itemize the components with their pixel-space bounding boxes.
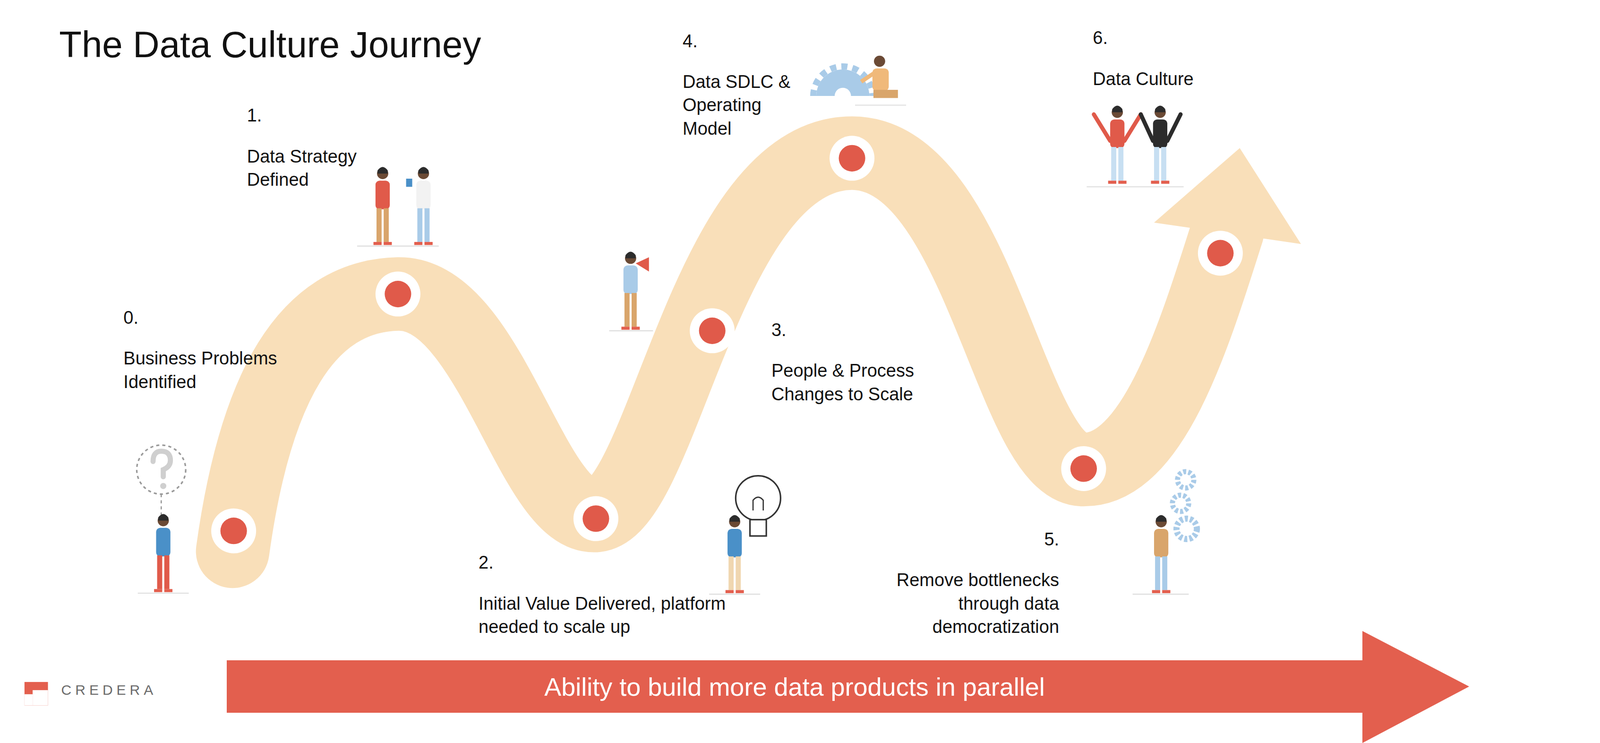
journey-band (232, 153, 1228, 551)
question-figure-part (136, 444, 186, 495)
gears-figure-part (1152, 514, 1171, 593)
question-figure-part (160, 493, 163, 515)
celebrating-figures-part (1124, 114, 1141, 141)
logo-wordmark: CREDERA (61, 682, 204, 697)
lightbulb-figure (709, 475, 781, 595)
gears-figure-part (1132, 593, 1190, 595)
milestone-dots-part (220, 517, 248, 544)
banner-arrow: Ability to build more data products in p… (226, 630, 1470, 743)
megaphone-figure (609, 251, 654, 331)
question-figure-part (154, 513, 173, 592)
gears-figure-part (1176, 518, 1197, 539)
milestone-dots-part (1070, 454, 1097, 482)
banner-shape-fill (226, 630, 1470, 743)
logo-mark (24, 681, 49, 706)
callout-number: 0. (123, 306, 180, 330)
gear-figure-part (861, 73, 874, 82)
journey-illustration (24, 55, 1301, 706)
journey-arrowhead (1154, 147, 1301, 244)
milestone-dots-part (1197, 230, 1243, 276)
logo-mark-part (24, 693, 33, 706)
callout-number: 2. (478, 550, 536, 574)
milestone-dots-part (384, 280, 411, 308)
milestone-label: Data Culture (1092, 67, 1244, 91)
gear-figure-part (834, 87, 852, 105)
gear-figure-part (855, 104, 907, 106)
strategy-figures (357, 166, 439, 246)
callout-number: 5. (1002, 527, 1060, 551)
logo-mark-part (24, 681, 49, 706)
callout-number: 3. (771, 318, 829, 342)
celebrating-figures-part (1094, 114, 1111, 141)
gears-figure-part (1177, 471, 1195, 488)
lightbulb-figure-part (725, 514, 745, 593)
strategy-figures-part (357, 245, 439, 247)
milestone-dots-part (582, 504, 609, 532)
strategy-figures-part (406, 178, 413, 187)
lightbulb-figure-part (752, 496, 764, 511)
milestone-dots (211, 135, 1243, 553)
gears-figure (1132, 471, 1198, 594)
celebrating-figures-part (1150, 105, 1170, 184)
callout-number: 1. (247, 103, 304, 128)
strategy-figures-part (414, 166, 433, 245)
milestone-label: Business Problems Identified (123, 346, 313, 394)
celebrating-figures-part (1086, 186, 1184, 188)
milestone-dots-part (689, 308, 735, 353)
callout-number: 4. (682, 29, 740, 53)
milestone-label: Initial Value Delivered, platform needed… (478, 591, 753, 639)
milestone-dots-part (375, 271, 421, 317)
milestone-dots-part (1206, 239, 1234, 267)
callout-number: 6. (1092, 26, 1150, 50)
celebrating-figures (1086, 105, 1184, 188)
gear-figure-part (873, 89, 899, 98)
celebrating-figures-part (1140, 114, 1154, 141)
question-figure (136, 444, 189, 593)
gear-figure (813, 55, 907, 106)
megaphone-figure-part (635, 256, 650, 272)
strategy-figures-part (373, 166, 393, 245)
page-title: The Data Culture Journey (59, 22, 481, 68)
milestone-dots-part (573, 496, 619, 541)
lightbulb-figure-part (750, 519, 767, 536)
gear-figure-part (872, 68, 890, 92)
milestone-label: Data Strategy Defined (247, 145, 389, 192)
celebrating-figures-part (1108, 105, 1127, 184)
megaphone-figure-part (609, 330, 654, 332)
milestone-dots-part (829, 135, 875, 181)
logo-mark-part (32, 689, 48, 705)
milestone-label: Remove bottlenecks through data democrat… (879, 568, 1060, 639)
milestone-label: People & Process Changes to Scale (771, 359, 933, 406)
question-figure-part (160, 482, 167, 489)
question-figure-part (153, 451, 171, 477)
milestone-label: Data SDLC & Operating Model (682, 70, 808, 141)
lightbulb-figure-part (735, 475, 781, 521)
milestone-dots-part (699, 317, 726, 344)
gears-figure-part (1172, 495, 1190, 512)
milestone-dots-part (838, 145, 866, 172)
gear-figure-part (873, 55, 886, 68)
milestone-dots-part (1060, 445, 1106, 491)
celebrating-figures-part (1167, 114, 1181, 141)
milestone-dots-part (211, 508, 257, 554)
banner-text: Ability to build more data products in p… (226, 659, 1363, 713)
question-figure-part (137, 592, 189, 594)
